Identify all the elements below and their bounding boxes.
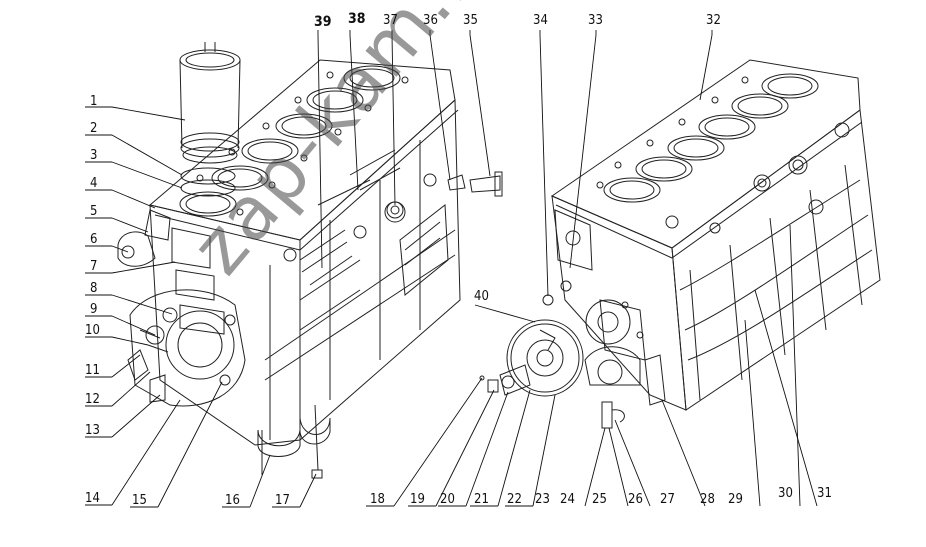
hub-assembly — [479, 364, 531, 396]
plug-bolt — [469, 171, 503, 197]
callout-19: 19 — [410, 492, 425, 507]
callout-26: 26 — [628, 492, 643, 507]
callout-31: 31 — [817, 486, 832, 501]
callout-37: 37 — [383, 13, 398, 28]
callout-10: 10 — [85, 323, 100, 338]
callout-4: 4 — [90, 176, 98, 191]
callout-14: 14 — [85, 491, 100, 506]
leader-lines — [85, 30, 818, 508]
nut — [447, 174, 466, 191]
callout-34: 34 — [533, 13, 548, 28]
callout-1: 1 — [90, 94, 98, 109]
seal-ring-upper — [180, 167, 236, 185]
callout-20: 20 — [440, 492, 455, 507]
callout-7: 7 — [90, 259, 98, 274]
callout-30: 30 — [778, 486, 793, 501]
water-elbow — [117, 209, 171, 267]
bearing-caps — [257, 404, 331, 479]
callout-8: 8 — [90, 281, 98, 296]
callout-12: 12 — [85, 392, 100, 407]
cylinder-liner — [179, 42, 241, 164]
callout-11: 11 — [85, 363, 100, 378]
rear-bearing-cap — [644, 354, 666, 406]
callout-15: 15 — [132, 493, 147, 508]
timing-gear — [506, 319, 584, 397]
callout-40: 40 — [474, 289, 489, 304]
callout-23: 23 — [535, 492, 550, 507]
callout-6: 6 — [90, 232, 98, 247]
callout-29: 29 — [728, 492, 743, 507]
callout-39: 39 — [314, 14, 332, 30]
callout-36: 36 — [423, 13, 438, 28]
callout-9: 9 — [90, 302, 98, 317]
side-bolts — [299, 149, 406, 286]
callout-21: 21 — [474, 492, 489, 507]
callout-35: 35 — [463, 13, 478, 28]
callout-5: 5 — [90, 204, 98, 219]
callout-22: 22 — [507, 492, 522, 507]
front-gear-housing — [127, 289, 246, 407]
oil-nozzle — [601, 401, 625, 429]
callout-25: 25 — [592, 492, 607, 507]
idler-gear — [584, 299, 641, 386]
callout-27: 27 — [660, 492, 675, 507]
callout-16: 16 — [225, 493, 240, 508]
callout-28: 28 — [700, 492, 715, 507]
callout-13: 13 — [85, 423, 100, 438]
right-engine-block — [542, 59, 881, 411]
callout-24: 24 — [560, 492, 575, 507]
callout-17: 17 — [275, 493, 290, 508]
callout-33: 33 — [588, 13, 603, 28]
callout-32: 32 — [706, 13, 721, 28]
callout-3: 3 — [90, 148, 98, 163]
callout-38: 38 — [348, 11, 366, 27]
callout-2: 2 — [90, 121, 98, 136]
callout-18: 18 — [370, 492, 385, 507]
